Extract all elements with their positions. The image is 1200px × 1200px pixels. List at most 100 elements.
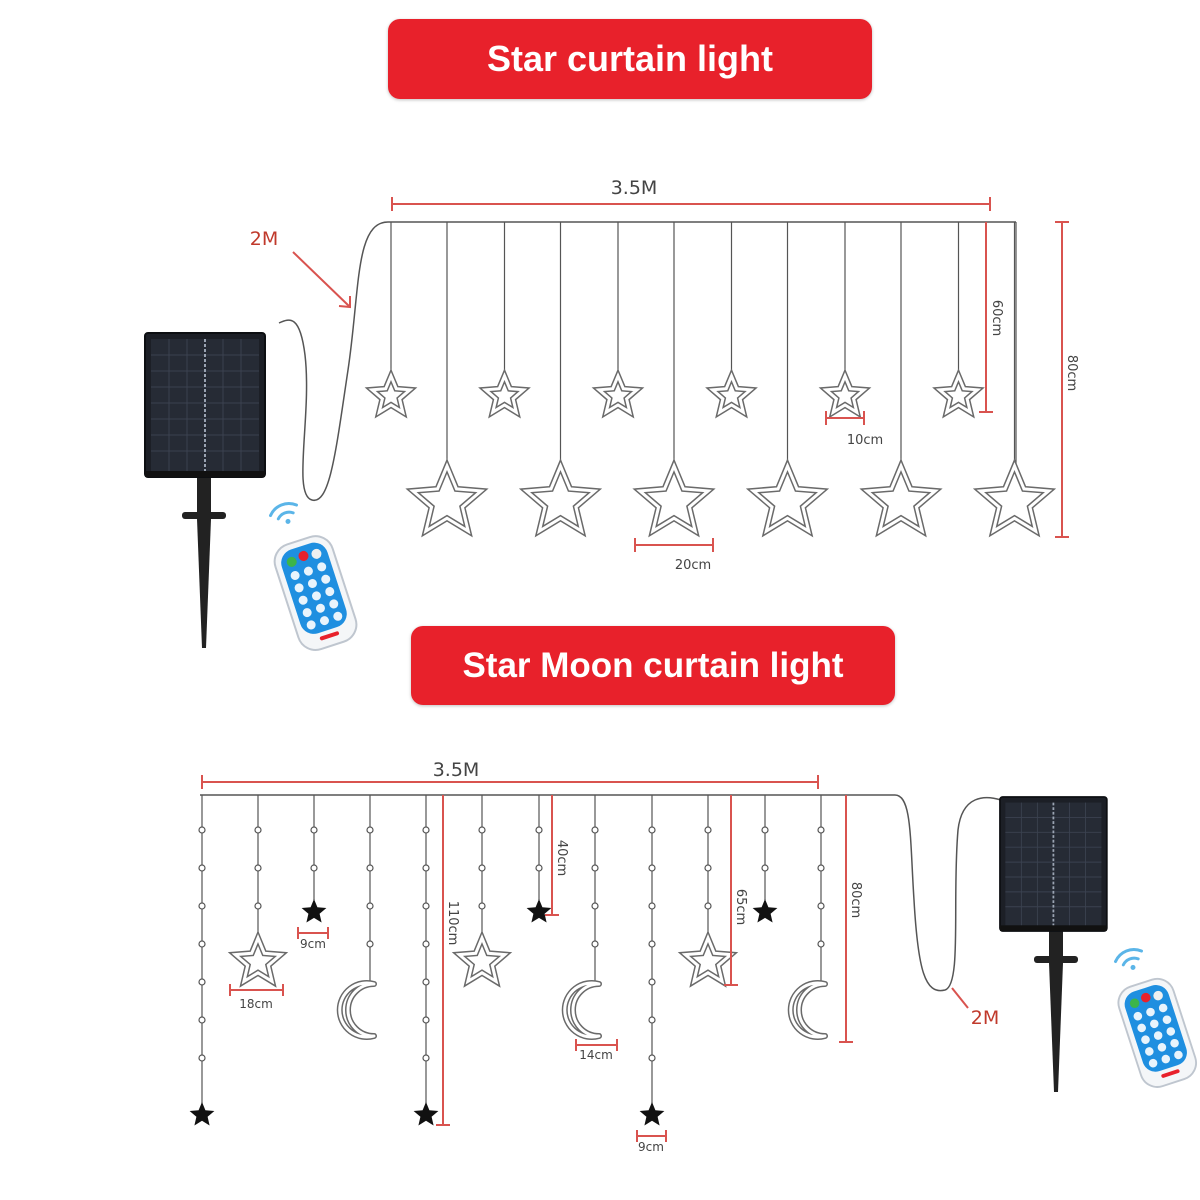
- bottom-small-star-dimension: [297, 927, 329, 939]
- led-bulb: [422, 864, 430, 872]
- led-bulb: [366, 826, 374, 834]
- bottom-charms: [189, 899, 828, 1126]
- led-bulb: [761, 864, 769, 872]
- star-icon-inner: [976, 462, 1053, 535]
- top-strands: [390, 222, 1017, 467]
- led-bulb: [535, 826, 543, 834]
- led-bulb: [198, 1016, 206, 1024]
- top-width-label: 3.5M: [611, 177, 658, 199]
- bottom-drop-80-label: 80cm: [848, 882, 863, 918]
- led-bulb: [478, 864, 486, 872]
- led-bulb: [704, 826, 712, 834]
- top-power-cable: [278, 221, 389, 501]
- top-stars: [364, 368, 1057, 538]
- led-bulb: [648, 1054, 656, 1062]
- title-star-curtain: Star curtain light: [486, 38, 774, 79]
- solar-panel-icon-2: [999, 796, 1108, 932]
- led-bulb: [648, 940, 656, 948]
- bottom-small-star-dimension-2: [636, 1130, 667, 1142]
- star-icon-inner: [708, 372, 755, 416]
- star-icon-inner: [368, 372, 414, 416]
- bottom-outline-star-dimension: [229, 984, 284, 996]
- bottom-cable-label: 2M: [971, 1007, 999, 1029]
- led-bulb: [478, 902, 486, 910]
- wireless-signal-icon: [266, 498, 304, 531]
- led-bulb: [704, 864, 712, 872]
- led-bulb: [761, 826, 769, 834]
- bottom-drop-65-dimension: [724, 795, 738, 986]
- led-bulb: [198, 1054, 206, 1062]
- led-bulb: [591, 826, 599, 834]
- led-bulb: [198, 864, 206, 872]
- star-icon-inner: [455, 934, 509, 985]
- bottom-moon-dimension: [575, 1039, 618, 1051]
- bottom-main-wire: [200, 794, 1002, 992]
- top-cable-label: 2M: [250, 228, 278, 250]
- led-bulb: [648, 902, 656, 910]
- led-bulb: [310, 826, 318, 834]
- top-long-drop-label: 80cm: [1064, 355, 1079, 391]
- top-small-star-label: 10cm: [847, 433, 883, 448]
- led-bulb: [198, 978, 206, 986]
- star-icon-inner: [822, 372, 868, 416]
- title-banner-star-moon-curtain: Star Moon curtain light: [411, 626, 895, 705]
- star-icon-inner: [522, 462, 599, 535]
- bottom-strands: [198, 795, 825, 1108]
- top-cable-arrow: [292, 251, 351, 309]
- bottom-drop-110-dimension: [436, 795, 450, 1126]
- bottom-drop-65-label: 65cm: [733, 889, 748, 925]
- top-large-star-label: 20cm: [675, 558, 711, 573]
- led-bulb: [535, 864, 543, 872]
- led-bulb: [817, 902, 825, 910]
- led-bulb: [478, 826, 486, 834]
- star-icon: [189, 1102, 215, 1126]
- top-short-drop-label: 60cm: [989, 300, 1004, 336]
- bottom-drop-110-label: 110cm: [445, 901, 460, 946]
- top-ground-stake: [182, 478, 226, 648]
- led-bulb: [591, 864, 599, 872]
- led-bulb: [817, 940, 825, 948]
- star-icon: [639, 1102, 665, 1126]
- star-icon-inner: [935, 372, 982, 416]
- star-icon-inner: [231, 934, 285, 985]
- led-bulb: [422, 902, 430, 910]
- led-bulb: [422, 978, 430, 986]
- top-small-star-dimension: [825, 411, 865, 425]
- bottom-ground-stake: [1034, 922, 1078, 1092]
- led-bulb: [198, 826, 206, 834]
- led-bulb: [591, 940, 599, 948]
- led-bulb: [648, 1016, 656, 1024]
- wireless-signal-icon-2: [1111, 944, 1149, 977]
- led-bulb: [366, 902, 374, 910]
- led-bulb: [648, 826, 656, 834]
- led-bulb: [254, 864, 262, 872]
- star-icon: [301, 899, 327, 923]
- led-bulb: [254, 826, 262, 834]
- crescent-moon-icon-inner: [338, 981, 376, 1039]
- top-width-dimension: [391, 197, 991, 211]
- bottom-width-dimension: [201, 775, 819, 789]
- bottom-drop-80-dimension: [839, 795, 853, 1043]
- bottom-small-star-label-2: 9cm: [638, 1140, 664, 1154]
- star-icon-inner: [681, 934, 735, 985]
- led-bulb: [648, 864, 656, 872]
- led-bulb: [198, 902, 206, 910]
- bottom-drop-40-label: 40cm: [554, 840, 569, 876]
- title-banner-star-curtain: Star curtain light: [388, 19, 872, 99]
- star-icon-inner: [863, 462, 939, 535]
- bottom-outline-star-label: 18cm: [239, 997, 273, 1011]
- led-bulb: [817, 826, 825, 834]
- star-icon-inner: [595, 372, 641, 416]
- star-curtain-diagram: 3.5M 2M 60cm 80cm 10cm 20cm: [144, 172, 1079, 656]
- led-bulb: [254, 902, 262, 910]
- top-large-star-dimension: [634, 538, 714, 552]
- top-long-drop-dimension: [1055, 221, 1069, 538]
- led-bulb: [422, 940, 430, 948]
- led-bulb: [704, 902, 712, 910]
- led-bulb: [591, 902, 599, 910]
- title-star-moon-curtain: Star Moon curtain light: [462, 645, 844, 685]
- remote-control-icon-2: [1113, 973, 1200, 1093]
- star-icon: [526, 899, 552, 923]
- star-icon: [752, 899, 778, 923]
